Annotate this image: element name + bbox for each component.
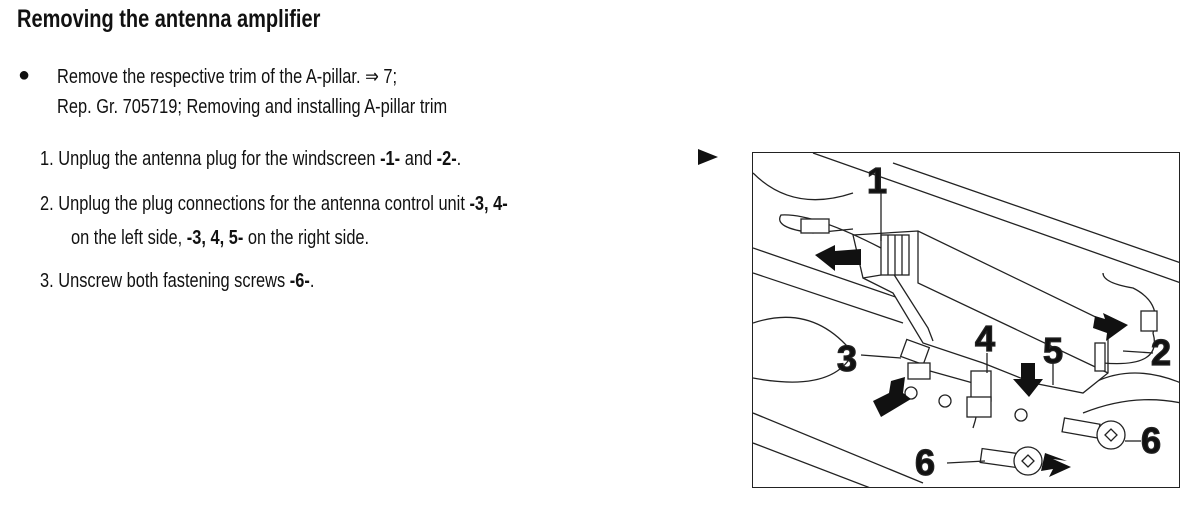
step-text: . (456, 148, 462, 170)
callout-5: 5 (1043, 330, 1063, 371)
bullet-icon: ● (18, 64, 31, 86)
callout-6-right: 6 (1141, 420, 1161, 461)
step-number: 3. (40, 270, 54, 292)
arrow-down-icon (873, 377, 911, 417)
bullet-line-2: Rep. Gr. 705719; Removing and installing… (57, 96, 448, 118)
ref-1: -1- (380, 148, 401, 170)
step-number: 1. (40, 148, 54, 170)
step-text: on the left side, (71, 227, 187, 249)
step-number: 2. (40, 193, 54, 215)
callout-2: 2 (1151, 332, 1171, 373)
page-title: Removing the antenna amplifier (17, 5, 321, 33)
ref-2: -2- (436, 148, 457, 170)
ref-3-4: -3, 4- (469, 193, 508, 215)
arrow-right-icon (1093, 313, 1128, 341)
step-1: 1. Unplug the antenna plug for the winds… (40, 148, 461, 171)
step-2-continued: on the left side, -3, 4, 5- on the right… (71, 227, 369, 250)
step-text: . (309, 270, 315, 292)
antenna-amplifier-illustration: 1 2 3 4 5 6 6 (752, 152, 1180, 488)
callout-6-bottom: 6 (915, 442, 935, 483)
step-text: and (400, 148, 437, 170)
step-2: 2. Unplug the plug connections for the a… (40, 193, 508, 216)
ref-6: -6- (289, 270, 310, 292)
step-text: Unplug the plug connections for the ante… (58, 193, 470, 215)
callout-4: 4 (975, 318, 995, 359)
arrow-down-icon (1013, 363, 1043, 397)
step-text: Unplug the antenna plug for the windscre… (58, 148, 381, 170)
callout-3: 3 (837, 338, 857, 379)
bullet-line-1: Remove the respective trim of the A-pill… (57, 66, 398, 88)
ref-3-4-5: -3, 4, 5- (186, 227, 244, 249)
step-text: on the right side. (243, 227, 370, 249)
figure-pointer-icon (698, 149, 718, 165)
arrow-right-icon (1041, 453, 1071, 477)
step-text: Unscrew both fastening screws (58, 270, 290, 292)
arrow-left-icon (815, 245, 861, 271)
step-3: 3. Unscrew both fastening screws -6-. (40, 270, 314, 293)
callout-1: 1 (867, 160, 887, 201)
